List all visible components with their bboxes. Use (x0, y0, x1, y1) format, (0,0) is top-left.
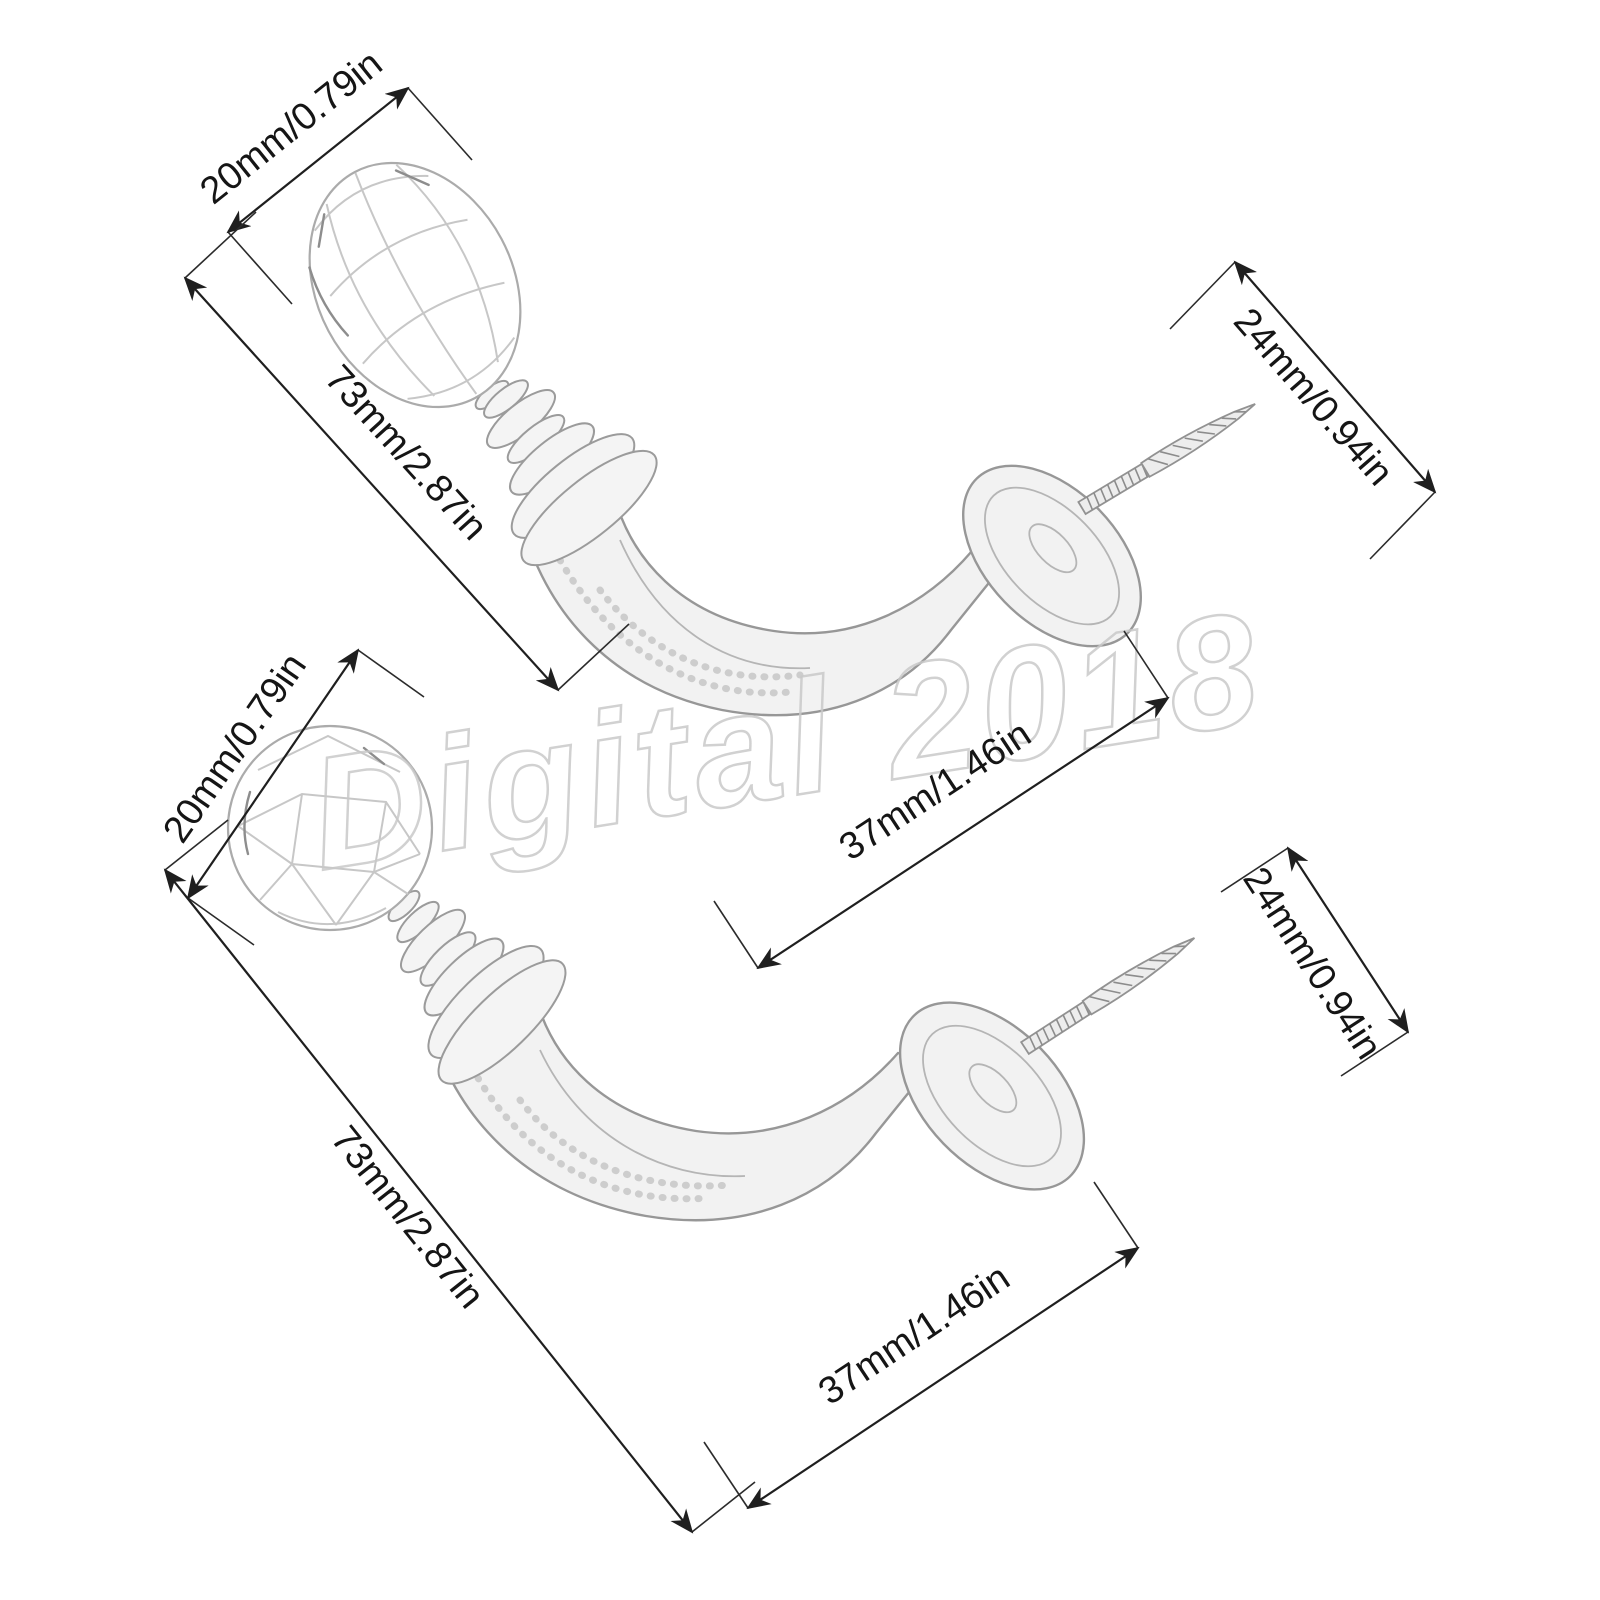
hook-body-contour (619, 539, 811, 670)
screw-shank (1077, 462, 1151, 516)
extension-line (1340, 1031, 1409, 1077)
extension-line (407, 87, 473, 161)
dimension-line (756, 696, 1170, 970)
wall-plate-inner-ring (984, 486, 1120, 626)
dim-bottom-projection: 37mm/1.46in (703, 1181, 1140, 1510)
dim-bottom-screw-length: 24mm/0.94in (1220, 846, 1410, 1077)
mounting-screw (1019, 937, 1196, 1056)
dim-label-top-screw-length: 24mm/0.94in (1225, 300, 1401, 493)
screw-shank-threads (1086, 463, 1149, 511)
wall-plate-inner-ring (922, 1024, 1062, 1168)
dimension-line (746, 1246, 1140, 1510)
extension-line (164, 819, 229, 871)
collar (474, 379, 658, 567)
extension-line (187, 897, 255, 946)
extension-line (357, 649, 425, 698)
dimension-line (163, 868, 694, 1534)
extension-line (1093, 1181, 1139, 1249)
wall-plate-outline (898, 1001, 1086, 1191)
dim-top-screw-length: 24mm/0.94in (1169, 260, 1437, 560)
extension-line (557, 623, 630, 691)
dimension-line (183, 276, 560, 692)
mounting-screw (1077, 403, 1256, 516)
extension-line (1369, 491, 1436, 560)
dimension-line (1233, 260, 1437, 494)
wall-plate-outline (962, 464, 1142, 648)
watermark-text: Digital 2018 (298, 577, 1275, 904)
wall-plate-hub (1028, 523, 1078, 574)
dim-label-bottom-projection: 37mm/1.46in (811, 1257, 1017, 1414)
wall-plate-hub (968, 1063, 1018, 1114)
extension-line (1220, 847, 1289, 893)
dim-label-bottom-overall-length: 73mm/2.87in (323, 1118, 493, 1316)
extension-line (1123, 630, 1169, 699)
screw-wood-threads (1147, 411, 1246, 466)
dim-label-bottom-screw-length: 24mm/0.94in (1234, 860, 1389, 1067)
extension-line (691, 1481, 756, 1533)
extension-line (1169, 261, 1236, 330)
dimension-line (1286, 846, 1410, 1034)
extension-line (713, 900, 759, 969)
extension-line (227, 231, 293, 305)
wall-plate (898, 1001, 1086, 1191)
screw-taper (1140, 403, 1256, 478)
extension-line (703, 1441, 749, 1509)
screw-shank (1019, 1000, 1093, 1056)
hook-body-texture (556, 556, 794, 697)
dimension-line (186, 648, 360, 900)
screw-taper (1081, 937, 1196, 1016)
wall-plate (962, 464, 1142, 648)
screw-shank-threads (1028, 1001, 1090, 1050)
dimension-line (226, 86, 410, 234)
extension-line (184, 211, 257, 279)
